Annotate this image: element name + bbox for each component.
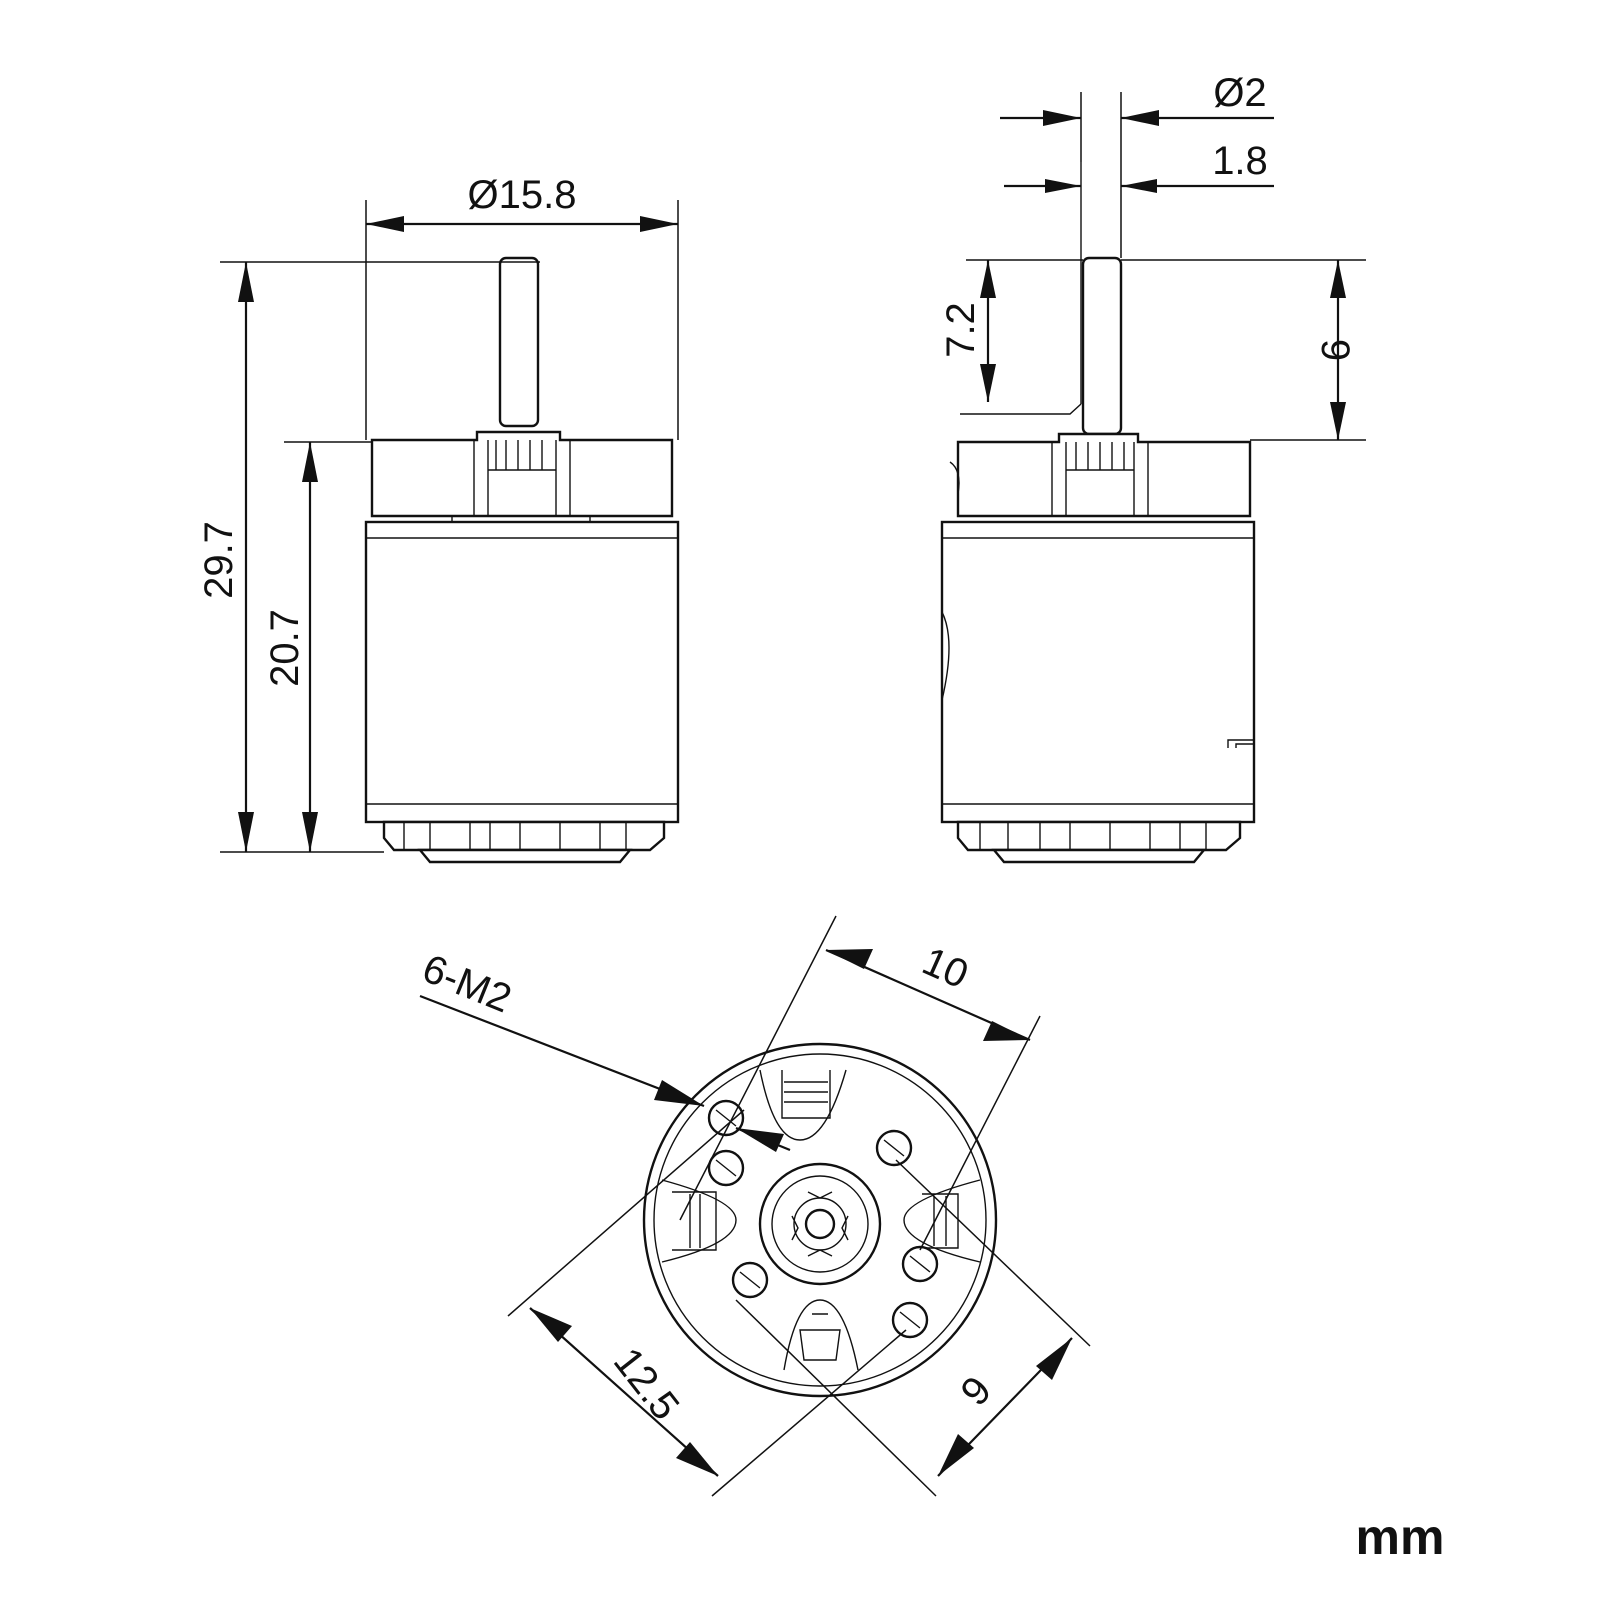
dim-front-diameter: Ø15.8 bbox=[468, 173, 577, 217]
front-view bbox=[364, 256, 680, 864]
side-view bbox=[940, 162, 1256, 864]
front-top-cap bbox=[370, 430, 674, 518]
side-top-cap bbox=[956, 432, 1252, 518]
dim-bolt-pattern-inner: 9 bbox=[953, 1368, 1001, 1414]
front-base bbox=[382, 820, 666, 852]
side-base bbox=[956, 820, 1242, 852]
dim-front-total-height: 29.7 bbox=[197, 521, 241, 599]
dim-shaft-diameter: Ø2 bbox=[1213, 71, 1266, 115]
dim-mount-holes: 6-M2 bbox=[416, 946, 517, 1021]
dim-shaft-flat-length: 7.2 bbox=[939, 302, 983, 358]
side-motor-can bbox=[940, 520, 1256, 824]
dim-bolt-pattern-outer: 10 bbox=[916, 939, 975, 997]
dim-bolt-pattern-wide: 12.5 bbox=[605, 1340, 688, 1428]
unit-label: mm bbox=[1356, 1509, 1445, 1565]
front-shaft bbox=[498, 256, 540, 428]
dim-front-body-height: 20.7 bbox=[263, 609, 307, 687]
dim-shaft-length: 9 bbox=[1313, 339, 1357, 361]
side-dimensions: Ø2 1.8 7.2 9 bbox=[939, 71, 1366, 441]
front-motor-can bbox=[364, 520, 680, 824]
bottom-view bbox=[642, 1042, 998, 1398]
side-shaft bbox=[1081, 256, 1123, 436]
dim-shaft-flat: 1.8 bbox=[1212, 139, 1268, 183]
front-dimensions: Ø15.8 29.7 20.7 bbox=[197, 173, 679, 853]
